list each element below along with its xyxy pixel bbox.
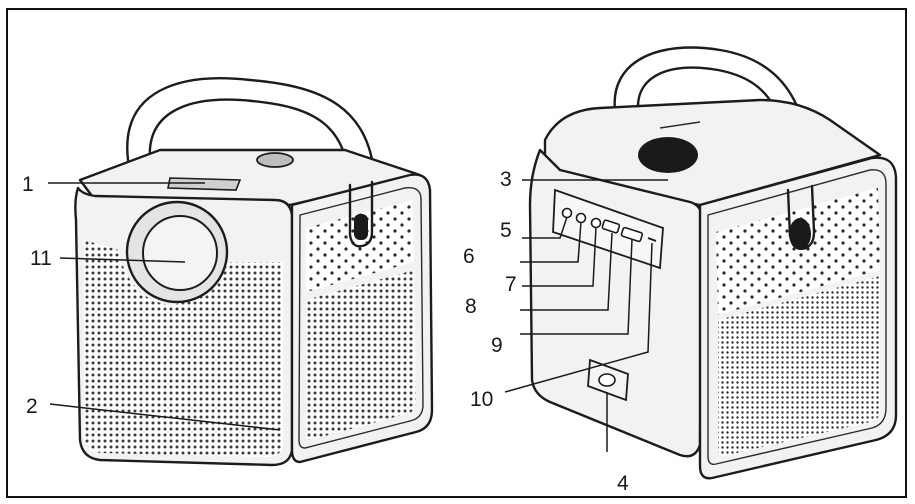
projector-front-view [74,77,434,467]
side-speaker-grille [306,270,416,440]
top-control-knob [256,152,294,168]
port-usb-icon [601,219,621,234]
projection-lens [142,215,218,291]
callout-3: 3 [500,168,512,191]
port-audio-icon [561,207,573,219]
port-av-icon [575,212,587,224]
handle-inner [148,98,352,192]
rear-side-vent-upper [716,188,880,315]
callout-6: 6 [463,245,475,268]
figure-frame [6,8,907,498]
projector-rear-view [528,46,898,480]
rear-strap-mount [789,218,811,250]
strap-mount [354,214,368,240]
port-indicator-icon [647,237,657,242]
callout-10: 10 [470,388,493,411]
rear-top-surface [543,98,882,207]
callout-5: 5 [500,219,512,242]
handle-outer [126,77,377,187]
port-hdmi-icon [620,226,644,243]
callout-7: 7 [505,273,517,296]
callout-2: 2 [26,395,38,418]
callout-8: 8 [465,295,477,318]
leader-6 [520,221,582,263]
leader-8 [520,232,613,311]
leader-7 [522,226,597,287]
focus-wheel [167,177,242,191]
leader-9 [520,238,633,335]
front-speaker-grille [84,240,283,457]
rear-side-bezel [707,169,887,466]
side-face-bezel [298,187,424,449]
callout-4: 4 [617,472,629,495]
power-socket-icon [598,373,616,387]
leader-5 [522,216,568,239]
top-mark [659,121,701,129]
rear-top-knob [638,137,698,173]
callout-9: 9 [491,334,503,357]
rear-side-speaker-grille [718,276,880,456]
callout-1: 1 [22,173,34,196]
callout-11: 11 [30,247,52,270]
leader-2 [49,403,281,431]
handle-strap [348,180,374,248]
port-ir-icon [590,217,602,229]
leader-lines [48,179,668,452]
leader-10 [504,242,653,393]
leader-11 [59,257,186,263]
callout-labels: 1 2 3 4 5 6 7 8 9 10 11 [22,168,629,495]
